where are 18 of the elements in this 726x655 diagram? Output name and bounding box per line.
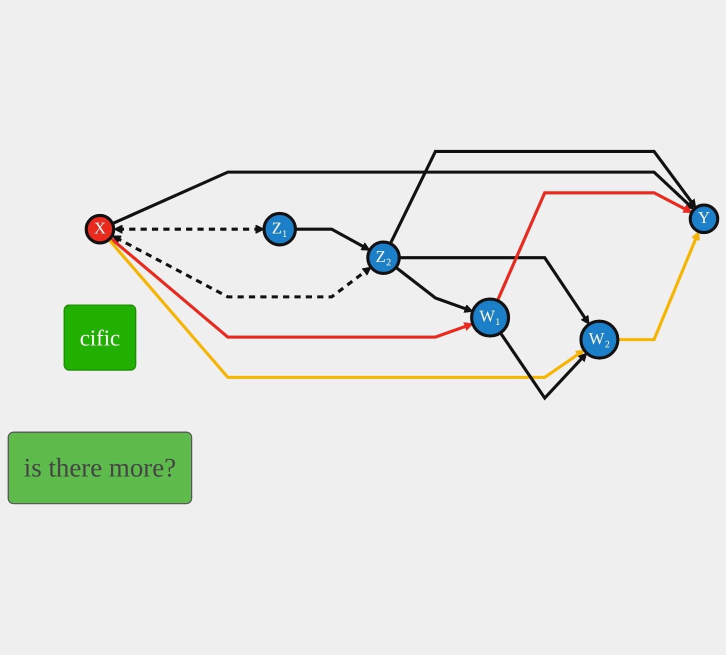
node-circle: X [84,214,116,244]
arrow [496,191,692,302]
arrow [295,228,370,251]
arrow [109,236,474,339]
arrow [389,150,696,244]
arrow [112,170,694,225]
arrow [114,224,264,234]
node-circle: Z₂ [366,240,401,275]
arrow [399,256,590,325]
arrow [108,238,585,379]
node-circle: Z₁ [262,212,297,246]
arrow [112,235,372,298]
node-circle: W₁ [470,298,510,338]
node-circle: Y [688,204,720,234]
arrow [618,231,700,342]
node-circle: W₂ [579,320,620,360]
arrow [394,266,474,313]
arrow [499,332,588,401]
